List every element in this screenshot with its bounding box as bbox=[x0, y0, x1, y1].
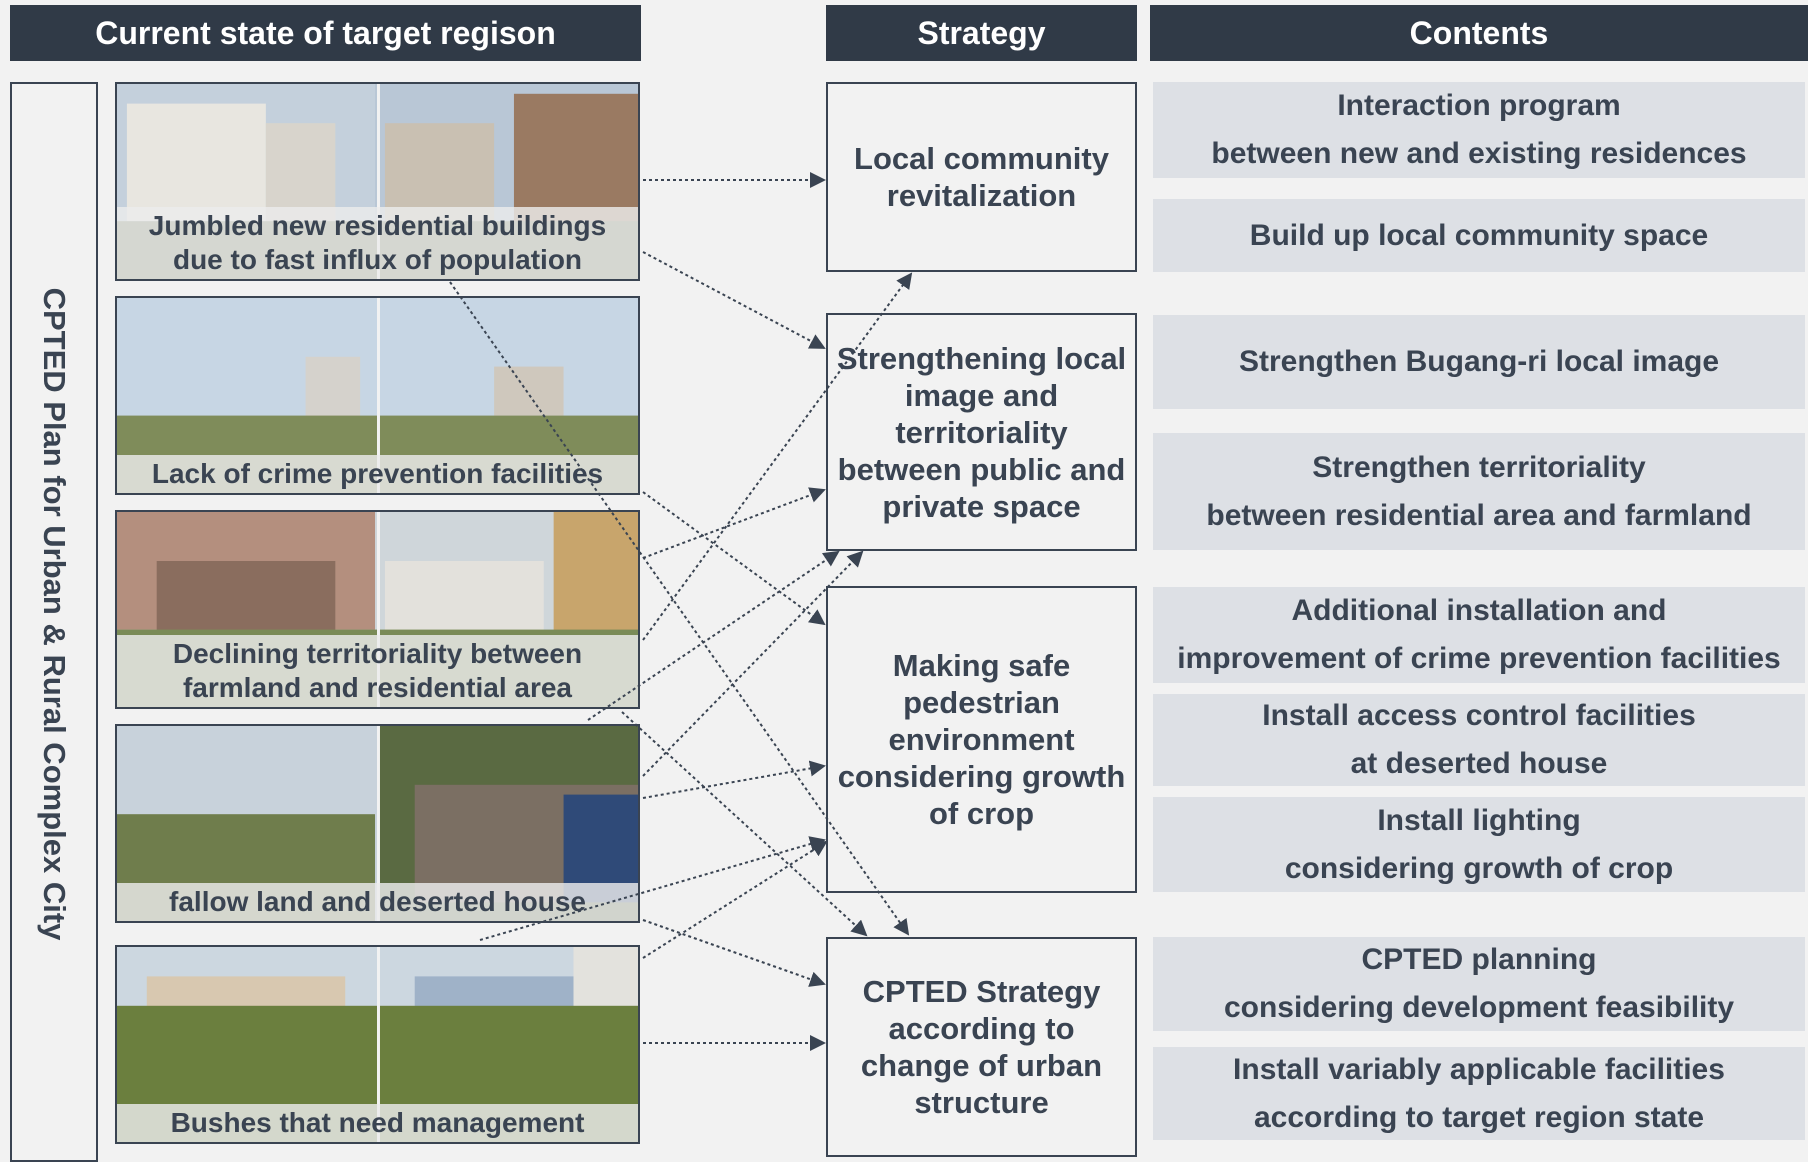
content-lighting: Install lighting considering growth of cr… bbox=[1153, 797, 1805, 892]
arrow bbox=[642, 491, 826, 626]
header-strategy: Strategy bbox=[826, 5, 1137, 61]
content-community-space: Build up local community space bbox=[1153, 199, 1805, 272]
photo-panel-bushes: Bushes that need management bbox=[115, 945, 640, 1144]
content-crime-facilities: Additional installation and improvement o… bbox=[1153, 587, 1805, 683]
photo-caption: Jumbled new residential buildings due to… bbox=[117, 207, 638, 279]
side-label: CPTED Plan for Urban & Rural Complex Cit… bbox=[37, 287, 72, 941]
content-line: considering growth of crop bbox=[1284, 851, 1674, 885]
content-cpted-planning: CPTED planning considering development fe… bbox=[1153, 937, 1805, 1031]
content-line: considering development feasibility bbox=[1223, 991, 1735, 1024]
content-line: Additional installation and bbox=[1291, 594, 1667, 627]
content-line: at deserted house bbox=[1350, 747, 1608, 780]
arrow bbox=[642, 840, 828, 959]
arrow bbox=[642, 251, 826, 349]
content-line: CPTED planning bbox=[1361, 943, 1597, 976]
content-local-image: Strengthen Bugang-ri local image bbox=[1153, 315, 1805, 409]
photo-caption: Bushes that need management bbox=[117, 1104, 638, 1142]
content-line: between new and existing residences bbox=[1211, 137, 1747, 170]
strategy-pedestrian: Making safe pedestrian environment consi… bbox=[826, 586, 1137, 893]
strategy-urban-structure: CPTED Strategy according to change of ur… bbox=[826, 937, 1137, 1157]
content-line: Install variably applicable facilities bbox=[1233, 1052, 1725, 1086]
photo-panel-fallow-land: fallow land and deserted house bbox=[115, 724, 640, 923]
photo-caption: Declining territoriality between farmlan… bbox=[117, 635, 638, 707]
content-line: Install lighting bbox=[1377, 803, 1581, 837]
content-access-control: Install access control facilities at dese… bbox=[1153, 694, 1805, 786]
content-variable-facilities: Install variably applicable facilities ac… bbox=[1153, 1047, 1805, 1140]
photo-caption: Lack of crime prevention facilities bbox=[117, 455, 638, 493]
photo-panel-crime-prevention: Lack of crime prevention facilities bbox=[115, 296, 640, 495]
content-line: Strengthen territoriality bbox=[1312, 450, 1646, 484]
content-territoriality: Strengthen territoriality between residen… bbox=[1153, 433, 1805, 550]
content-line: between residential area and farmland bbox=[1206, 498, 1752, 532]
content-line: Strengthen Bugang-ri local image bbox=[1238, 345, 1720, 378]
strategy-community: Local community revitalization bbox=[826, 82, 1137, 272]
side-label-box: CPTED Plan for Urban & Rural Complex Cit… bbox=[10, 82, 98, 1162]
photo-panel-residential: Jumbled new residential buildings due to… bbox=[115, 82, 640, 281]
arrow bbox=[642, 487, 826, 559]
content-line: according to target region state bbox=[1253, 1100, 1705, 1134]
content-line: Install access control facilities bbox=[1262, 699, 1696, 732]
photo-caption: fallow land and deserted house bbox=[117, 883, 638, 921]
content-line: improvement of crime prevention faciliti… bbox=[1177, 642, 1781, 675]
content-line: Interaction program bbox=[1337, 89, 1621, 122]
arrow bbox=[642, 760, 826, 799]
content-line: Build up local community space bbox=[1249, 218, 1709, 252]
header-current-state: Current state of target regison bbox=[10, 5, 641, 61]
strategy-local-image: Strengthening local image and territoria… bbox=[826, 313, 1137, 551]
arrow bbox=[642, 919, 826, 987]
header-contents: Contents bbox=[1150, 5, 1808, 61]
photo-panel-territoriality: Declining territoriality between farmlan… bbox=[115, 510, 640, 709]
content-interaction-program: Interaction program between new and exist… bbox=[1153, 82, 1805, 178]
